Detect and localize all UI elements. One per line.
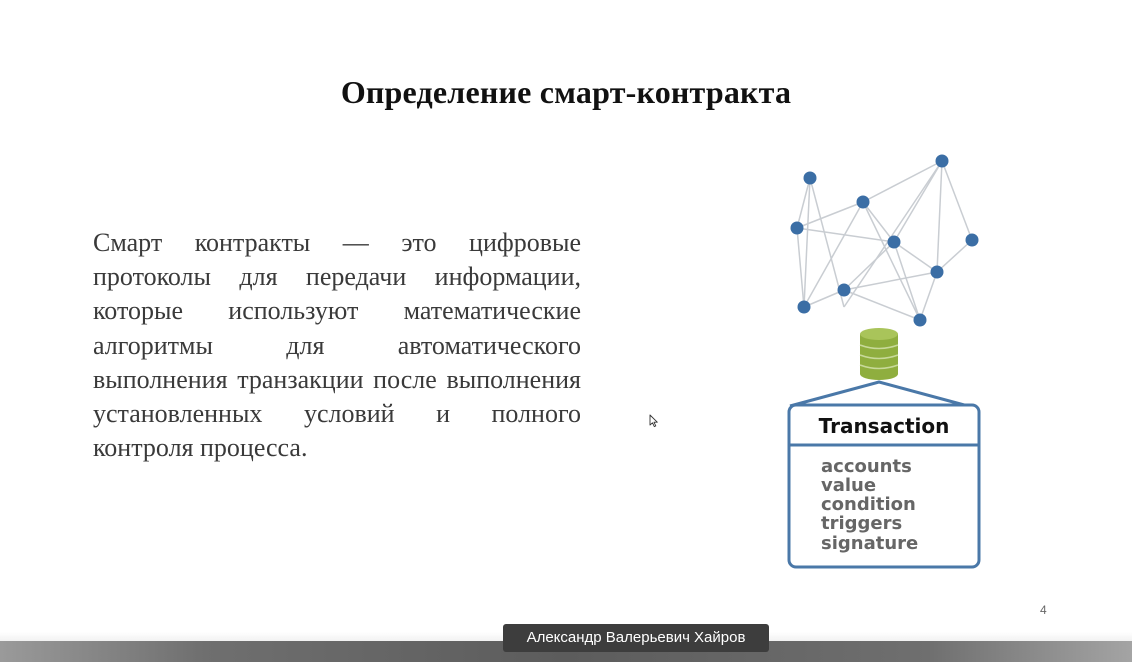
transaction-field-value: value — [821, 475, 876, 496]
mouse-pointer-icon — [649, 414, 658, 428]
transaction-title: Transaction — [819, 414, 950, 438]
transaction-box: Transaction accounts value condition tri… — [787, 380, 981, 569]
transaction-field-accounts: accounts — [821, 456, 912, 477]
transaction-field-condition: condition — [821, 494, 916, 515]
slide-body-text: Смарт контракты — это цифровые протоколы… — [93, 228, 581, 463]
network-graph-icon — [790, 154, 979, 327]
slide-title: Определение смарт-контракта — [340, 74, 792, 110]
database-icon — [859, 328, 899, 380]
speaker-name-label: Александр Валерьевич Хайров — [503, 624, 769, 652]
slide-page-number: 4 — [1040, 603, 1047, 617]
transaction-field-triggers: triggers — [821, 513, 902, 534]
smart-contract-illustration: Transaction accounts value condition tri… — [787, 154, 981, 569]
transaction-field-signature: signature — [821, 533, 918, 554]
